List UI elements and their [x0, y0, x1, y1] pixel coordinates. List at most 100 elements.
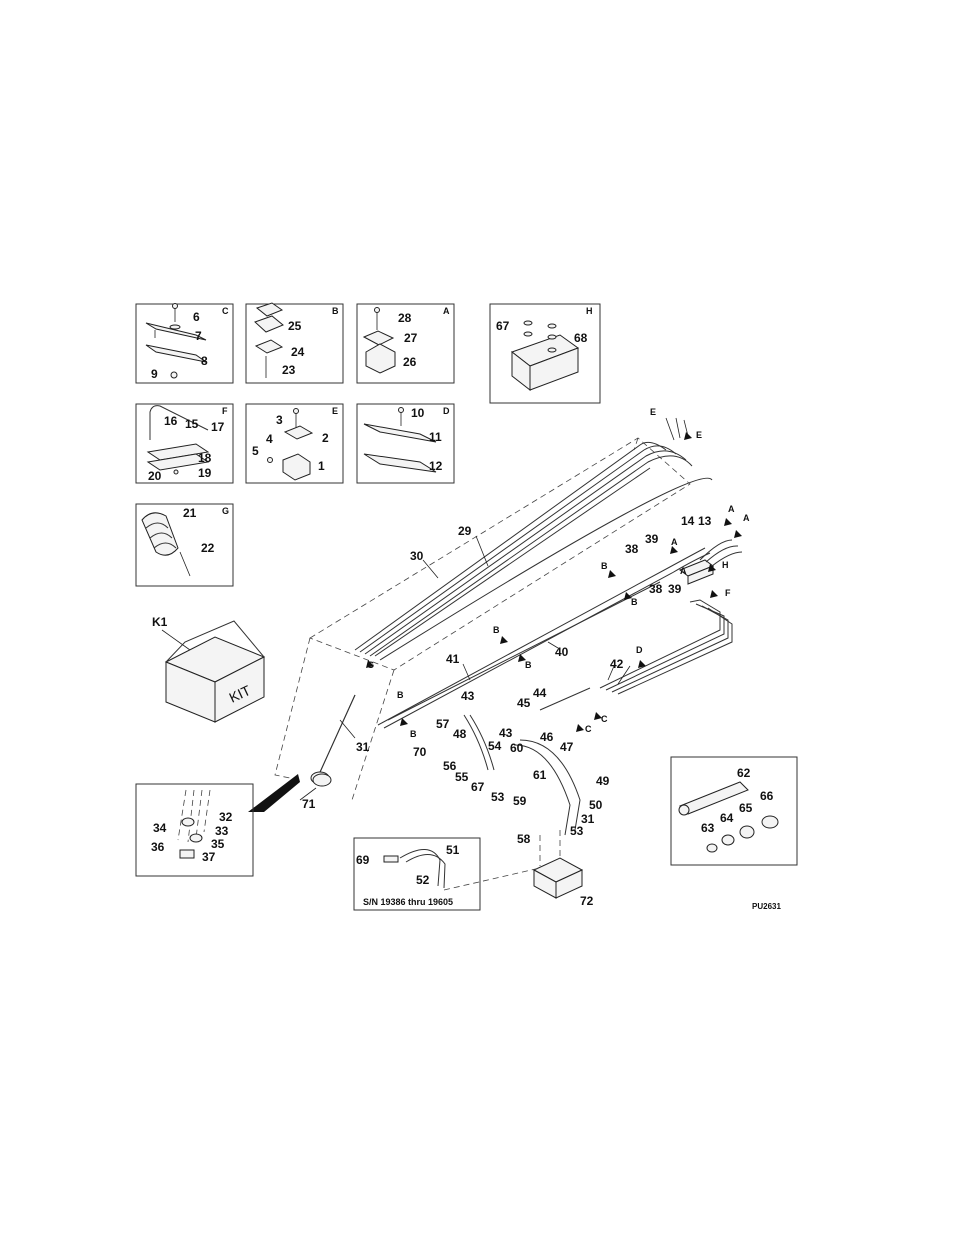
detail-box-f: F 16 15 17 18 19 20 — [135, 403, 234, 484]
letter-c-2: C — [585, 724, 592, 734]
boom-hose-bundle — [354, 441, 713, 661]
clamp-e-drawing — [267, 408, 314, 481]
callout-47: 47 — [560, 740, 574, 754]
detail-box-d: D 10 11 12 — [356, 403, 455, 484]
main-letters: E E A A A H A F B B B B G B B D C C — [367, 407, 750, 739]
callout-39b: 39 — [668, 582, 682, 596]
callout-9: 9 — [151, 367, 158, 381]
callout-66: 66 — [760, 789, 774, 803]
callout-1: 1 — [318, 459, 325, 473]
letter-b-1: B — [601, 561, 608, 571]
callout-64: 64 — [720, 811, 734, 825]
callout-16: 16 — [164, 414, 178, 428]
callout-32: 32 — [219, 810, 233, 824]
detail-box-a: A 28 27 26 — [356, 303, 455, 384]
serial-hose-drawing — [383, 849, 541, 891]
lift-cylinder — [310, 694, 356, 785]
callout-17: 17 — [211, 420, 225, 434]
main-callouts: 29 30 14 13 39 38 38 39 41 40 42 44 45 4… — [302, 514, 712, 908]
callout-28: 28 — [398, 311, 412, 325]
detail-box-h: H 67 68 — [489, 303, 601, 404]
callout-29: 29 — [458, 524, 472, 538]
manifold-h-drawing — [510, 320, 580, 392]
callout-34: 34 — [153, 821, 167, 835]
callout-43a: 43 — [461, 689, 475, 703]
serial-box: 51 69 52 S/N 19386 thru 19605 — [353, 837, 541, 911]
tools-drawing — [678, 781, 779, 853]
diagram-code: PU2631 — [752, 902, 781, 911]
callout-68: 68 — [574, 331, 588, 345]
kit-label: K1 — [152, 615, 168, 629]
callout-43b: 43 — [499, 726, 513, 740]
callout-57: 57 — [436, 717, 450, 731]
callout-10: 10 — [411, 406, 425, 420]
callout-18: 18 — [198, 451, 212, 465]
letter-d: D — [636, 645, 643, 655]
letter-f: F — [725, 588, 731, 598]
callout-44: 44 — [533, 686, 547, 700]
callout-31a: 31 — [581, 812, 595, 826]
letter-a-4: A — [680, 566, 687, 576]
letter-h: H — [722, 560, 729, 570]
callout-72: 72 — [580, 894, 594, 908]
callout-31b: 31 — [356, 740, 370, 754]
callout-23: 23 — [282, 363, 296, 377]
callout-54: 54 — [488, 739, 502, 753]
callout-67: 67 — [471, 780, 485, 794]
callout-37: 37 — [202, 850, 216, 864]
callout-25: 25 — [288, 319, 302, 333]
callout-26: 26 — [403, 355, 417, 369]
callout-4: 4 — [266, 432, 273, 446]
callout-12: 12 — [429, 459, 443, 473]
callout-6: 6 — [193, 310, 200, 324]
callout-21: 21 — [183, 506, 197, 520]
callout-8: 8 — [201, 354, 208, 368]
letter-b-6: B — [410, 729, 417, 739]
box-letter: D — [443, 406, 450, 416]
letter-a-3: A — [671, 537, 678, 547]
end-manifold — [678, 539, 743, 585]
callout-50: 50 — [589, 798, 603, 812]
callout-69: 69 — [356, 853, 370, 867]
boom-assembly — [248, 417, 743, 899]
callout-48: 48 — [453, 727, 467, 741]
serial-note: S/N 19386 thru 19605 — [363, 897, 453, 907]
clamp-b-drawing — [254, 302, 284, 378]
callout-45: 45 — [517, 696, 531, 710]
callout-19: 19 — [198, 466, 212, 480]
box-letter: G — [222, 506, 229, 516]
top-fittings — [665, 417, 689, 441]
callout-14: 14 — [681, 514, 695, 528]
callout-33: 33 — [215, 824, 229, 838]
callout-49: 49 — [596, 774, 610, 788]
callout-51: 51 — [446, 843, 460, 857]
detail-box-e: E 3 4 5 2 1 — [245, 403, 344, 484]
letter-b-4: B — [525, 660, 532, 670]
callout-11: 11 — [429, 430, 442, 444]
callout-67: 67 — [496, 319, 510, 333]
callout-53a: 53 — [491, 790, 505, 804]
riser-hoses — [463, 599, 733, 836]
pin-inset-box: 32 33 34 35 36 37 — [135, 783, 254, 877]
callout-3: 3 — [276, 413, 283, 427]
callout-22: 22 — [201, 541, 215, 555]
letter-e-top: E — [650, 407, 656, 417]
callout-40: 40 — [555, 645, 569, 659]
detail-box-g: G 21 22 — [135, 503, 234, 587]
letter-b-2: B — [631, 597, 638, 607]
callout-15: 15 — [185, 417, 199, 431]
lower-boom-hoses — [377, 547, 711, 729]
box-letter: C — [222, 306, 229, 316]
letter-a-2: A — [743, 513, 750, 523]
callout-38b: 38 — [649, 582, 663, 596]
leader-lines — [299, 535, 631, 801]
callout-42: 42 — [610, 657, 624, 671]
callout-41: 41 — [446, 652, 460, 666]
pin-inset-drawing — [177, 789, 211, 859]
callout-27: 27 — [404, 331, 418, 345]
callout-55: 55 — [455, 770, 469, 784]
callout-38a: 38 — [625, 542, 639, 556]
tools-box: 62 66 65 64 63 — [670, 756, 798, 866]
callout-20: 20 — [148, 469, 162, 483]
callout-7: 7 — [195, 329, 202, 343]
